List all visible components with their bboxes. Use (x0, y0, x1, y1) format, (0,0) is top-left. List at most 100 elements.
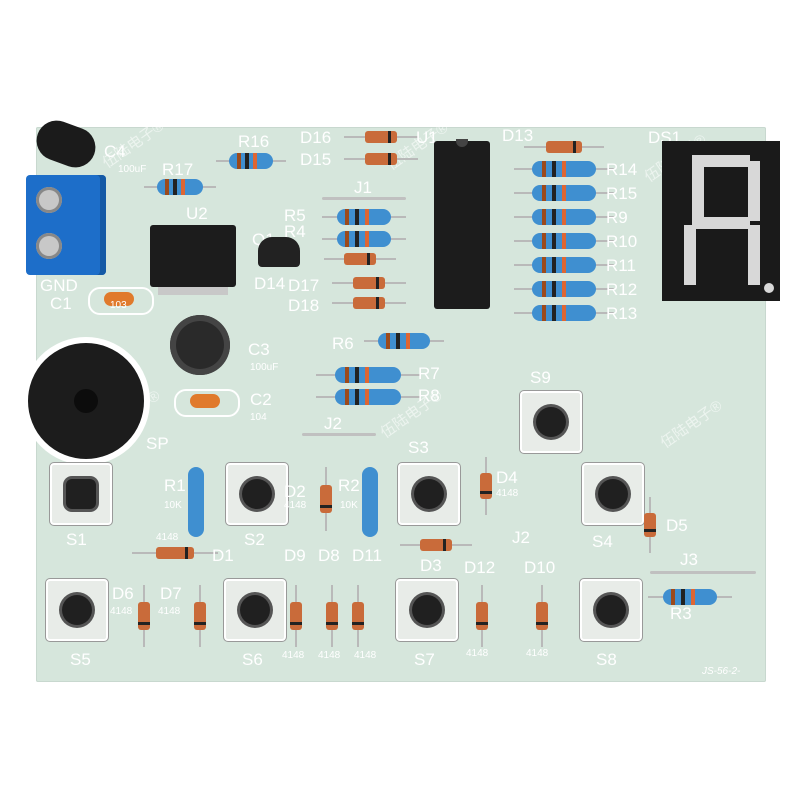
buzzer (22, 337, 150, 465)
label-c2-value: 104 (250, 412, 267, 423)
label-d16: D16 (300, 128, 332, 147)
diode-d5 (644, 497, 656, 553)
pushbutton-s9[interactable] (520, 391, 582, 453)
diode-d10 (536, 585, 548, 647)
pushbutton-s2[interactable] (226, 463, 288, 525)
label-s5: S5 (70, 650, 91, 669)
label-d15: D15 (300, 150, 332, 169)
label-j2-top: J2 (324, 414, 342, 433)
ic-u1 (434, 139, 490, 309)
label-d9-value: 4148 (282, 650, 305, 661)
resistor-r16 (216, 153, 286, 169)
diode-d3 (400, 539, 472, 551)
pushbutton-s6[interactable] (224, 579, 286, 641)
resistor-r12 (514, 281, 614, 297)
label-d12: D12 (464, 558, 496, 577)
label-d8-value: 4148 (318, 650, 341, 661)
pushbutton-s4[interactable] (582, 463, 644, 525)
label-d11-value: 4148 (354, 650, 377, 661)
resistor-r15 (514, 185, 614, 201)
diode-d2 (320, 467, 332, 531)
pushbutton-s8[interactable] (580, 579, 642, 641)
pushbutton-s5[interactable] (46, 579, 108, 641)
label-d4: D4 (496, 468, 518, 487)
label-gnd: GND (40, 276, 78, 295)
diode-d7 (194, 585, 206, 647)
resistor-r4 (322, 231, 406, 247)
label-u1: U1 (416, 128, 438, 147)
diode-d17 (332, 277, 406, 289)
resistor-r8 (316, 389, 420, 405)
label-d14: D14 (254, 274, 286, 293)
capacitor-c3 (170, 315, 230, 375)
jumper-j3 (650, 571, 756, 574)
label-d2: D2 (284, 482, 306, 501)
label-s9: S9 (530, 368, 551, 387)
resistor-r17 (144, 179, 216, 195)
label-d11: D11 (352, 546, 382, 565)
label-d1: D1 (212, 546, 234, 565)
label-d6: D6 (112, 584, 134, 603)
label-r2: R2 (338, 476, 360, 495)
label-u2: U2 (186, 204, 208, 223)
label-d12-value: 4148 (466, 648, 489, 659)
label-r9: R9 (606, 208, 628, 227)
resistor-r10 (514, 233, 614, 249)
label-s7: S7 (414, 650, 435, 669)
label-r1-value: 10K (164, 500, 182, 511)
label-s3: S3 (408, 438, 429, 457)
label-j2: J2 (512, 528, 530, 547)
label-r6: R6 (332, 334, 354, 353)
diode-d13 (524, 141, 604, 153)
diode-d12 (476, 585, 488, 647)
label-r5: R5 (284, 206, 306, 225)
pushbutton-s1[interactable] (50, 463, 112, 525)
capacitor-c1 (88, 287, 154, 315)
jumper-j2-top (302, 433, 376, 436)
label-d6-value: 4148 (110, 606, 133, 617)
label-r12: R12 (606, 280, 638, 299)
resistor-r13 (514, 305, 614, 321)
terminal-screw-2 (36, 233, 62, 259)
transistor-q1 (258, 237, 300, 267)
label-d7-value: 4148 (158, 606, 181, 617)
label-d4-value: 4148 (496, 488, 519, 499)
pcb-board: 伍陆电子® 伍陆电子® 伍陆电子® 伍陆电子® 伍陆电子® 伍陆电子® C4 1… (22, 114, 780, 682)
label-r8: R8 (418, 386, 440, 405)
jumper-j1 (322, 197, 406, 200)
diode-d15 (344, 153, 418, 165)
label-d1-value: 4148 (156, 532, 179, 543)
diode-d9 (290, 585, 302, 647)
label-r13: R13 (606, 304, 638, 323)
diode-d16 (344, 131, 418, 143)
label-d17: D17 (288, 276, 320, 295)
terminal-block (26, 175, 106, 275)
label-j3: J3 (680, 550, 698, 569)
capacitor-c2 (174, 389, 240, 417)
terminal-screw-1 (36, 187, 62, 213)
ic-u2-pins (158, 287, 228, 295)
label-r4: R4 (284, 222, 306, 241)
diode-d14 (324, 253, 396, 265)
resistor-r14 (514, 161, 614, 177)
diode-d18 (332, 297, 406, 309)
ic-u2 (150, 225, 236, 287)
resistor-r2 (362, 467, 378, 537)
label-c1: C1 (50, 294, 72, 313)
capacitor-c4 (30, 114, 102, 174)
label-r2-value: 10K (340, 500, 358, 511)
diode-d1 (132, 547, 218, 559)
label-d9: D9 (284, 546, 306, 565)
label-d3: D3 (420, 556, 442, 575)
pushbutton-s3[interactable] (398, 463, 460, 525)
diode-d11 (352, 585, 364, 647)
label-r16: R16 (238, 132, 270, 151)
label-r14: R14 (606, 160, 638, 179)
label-d2-value: 4148 (284, 500, 307, 511)
diode-d4 (480, 457, 492, 515)
resistor-r5 (322, 209, 406, 225)
label-s6: S6 (242, 650, 263, 669)
ic-notch (456, 139, 468, 147)
resistor-r9 (514, 209, 614, 225)
pushbutton-s7[interactable] (396, 579, 458, 641)
